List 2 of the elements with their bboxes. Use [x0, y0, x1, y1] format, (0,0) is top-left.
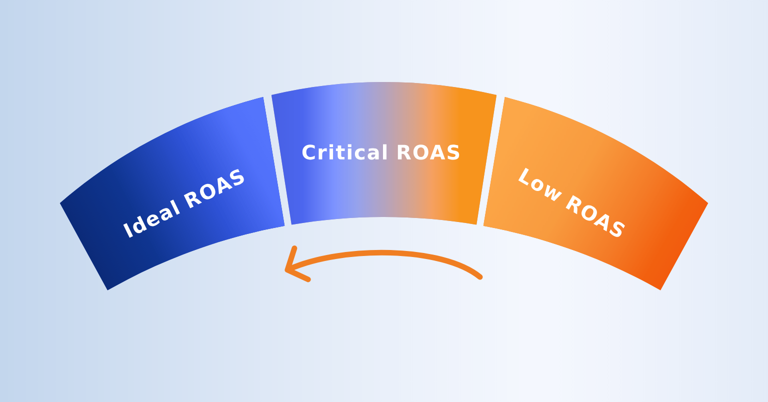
curved-arrow [284, 246, 483, 282]
segment-label: Critical ROAS [302, 144, 460, 160]
